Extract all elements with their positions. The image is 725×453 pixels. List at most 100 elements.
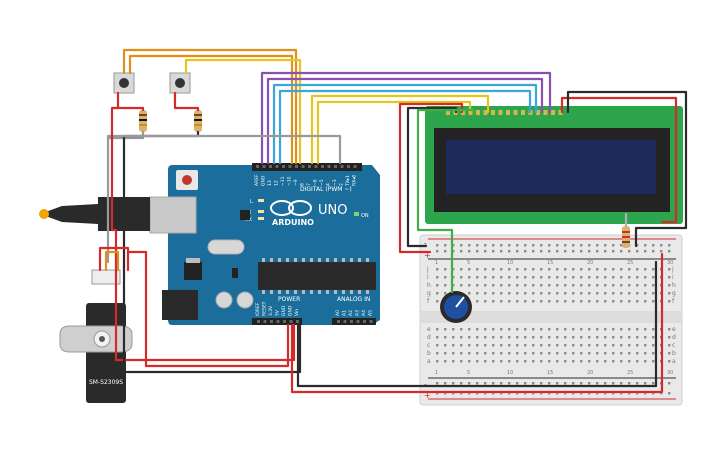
chip-pin [342,290,345,294]
breadboard-hole [636,328,639,331]
breadboard-hole [460,268,463,271]
breadboard-hole [620,276,623,279]
breadboard-hole [468,292,471,295]
potentiometer[interactable] [440,291,472,323]
pushbutton-right-cap[interactable] [175,78,185,88]
breadboard-hole [500,250,503,253]
breadboard-hole [516,284,519,287]
breadboard-hole [604,392,607,395]
breadboard-hole [444,328,447,331]
breadboard-hole [484,382,487,385]
wire-blue-lcd-1 [272,83,538,165]
breadboard-hole [436,344,439,347]
lcd-pin [498,110,503,115]
breadboard-hole [444,336,447,339]
breadboard-hole [628,292,631,295]
breadboard-hole [596,382,599,385]
header-pin [308,165,311,168]
breadboard-hole [604,336,607,339]
breadboard-hole [492,360,495,363]
crystal-oscillator [207,239,245,255]
resistor-lcd [622,226,630,248]
breadboard-hole [644,352,647,355]
breadboard-hole [508,360,511,363]
on-label: ON [361,213,369,219]
breadboard-hole [524,336,527,339]
breadboard-hole [668,244,671,247]
breadboard-hole [524,276,527,279]
lcd-pin [543,110,548,115]
breadboard-hole [444,292,447,295]
analog-pin-label: A3 [355,310,361,316]
breadboard-row-letter: c [427,342,430,349]
breadboard-row-letter: g [427,290,431,297]
breadboard-hole [484,268,487,271]
potentiometer-indicator [455,296,465,308]
breadboard-hole [636,276,639,279]
servo-model-label: SM-S2309S [89,379,123,386]
breadboard-hole [460,276,463,279]
breadboard-row-letter: i [427,274,429,281]
wire-red-lcd-power [398,102,464,254]
breadboard-hole [500,382,503,385]
breadboard-hole [612,250,615,253]
breadboard-hole [556,328,559,331]
breadboard-hole [556,268,559,271]
resistor-band [622,241,630,243]
breadboard-hole [564,360,567,363]
breadboard-hole [508,328,511,331]
breadboard-hole [652,250,655,253]
wire-red-servo-5v [126,250,290,368]
breadboard-hole [644,292,647,295]
breadboard-hole [644,268,647,271]
breadboard-hole [500,360,503,363]
breadboard-hole [596,268,599,271]
digital-pin-label: ~9 [293,179,299,186]
header-pin [321,165,324,168]
breadboard-hole [436,300,439,303]
breadboard-hole [596,244,599,247]
breadboard-hole [484,244,487,247]
breadboard-row-letter: d [427,334,431,341]
breadboard-hole [588,268,591,271]
pushbutton-left[interactable] [113,72,135,94]
chip-pin [326,290,329,294]
breadboard-hole [652,360,655,363]
breadboard-hole [636,244,639,247]
pushbutton-left-cap[interactable] [119,78,129,88]
breadboard-hole [452,336,455,339]
breadboard-hole [564,382,567,385]
breadboard-hole [636,250,639,253]
breadboard-hole [580,328,583,331]
breadboard-hole [484,328,487,331]
breadboard-hole [532,292,535,295]
breadboard-hole [444,382,447,385]
breadboard-hole [644,276,647,279]
servo-shaft-center [99,336,105,342]
breadboard-hole [564,268,567,271]
wire-red-servo [98,246,130,272]
usb-cable [39,197,150,231]
breadboard-hole [652,276,655,279]
breadboard-hole [652,300,655,303]
wire-orange-servo [104,250,120,272]
breadboard-hole [572,250,575,253]
wire-red-button-left [116,91,145,112]
chip-pin [262,290,265,294]
wire-gray-gnd [106,134,342,165]
breadboard-column-number: 5 [467,370,470,376]
breadboard-hole [540,382,543,385]
breadboard-hole [604,300,607,303]
header-pin [276,320,280,323]
breadboard-hole [620,268,623,271]
rail-plus-label-bottom: + [424,391,431,400]
breadboard-hole [476,244,479,247]
pushbutton-right[interactable] [169,72,191,94]
breadboard-hole [492,336,495,339]
breadboard-hole [540,244,543,247]
breadboard-hole [628,284,631,287]
breadboard-row-letter: f [672,298,675,305]
breadboard-hole [468,336,471,339]
breadboard-hole [612,284,615,287]
breadboard-column-number: 10 [507,370,513,376]
